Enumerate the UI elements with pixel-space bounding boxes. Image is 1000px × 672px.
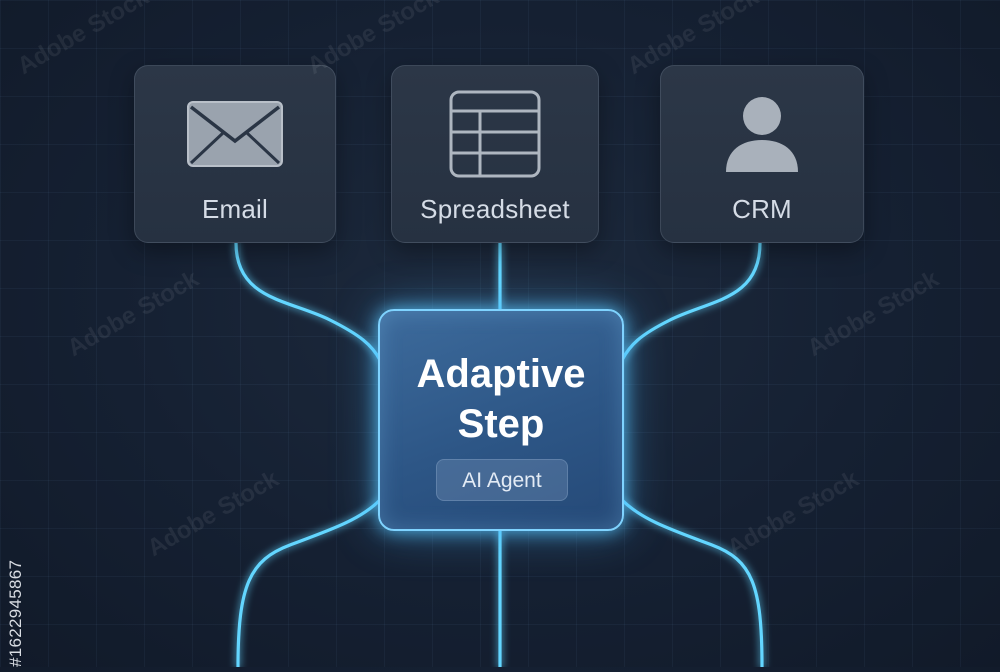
source-card-email[interactable]: Email xyxy=(134,65,336,243)
table-grid-icon xyxy=(440,90,550,178)
source-card-crm[interactable]: CRM xyxy=(660,65,864,243)
source-label: Email xyxy=(201,194,268,224)
envelope-icon xyxy=(180,96,290,172)
node-title-line1: Adaptive xyxy=(416,352,586,396)
wire-email-to-hub xyxy=(234,241,382,362)
source-label: CRM xyxy=(732,194,792,224)
stock-id: #1622945867 xyxy=(6,559,25,667)
wire-hub-to-bottom-right xyxy=(620,498,764,667)
node-title: Adaptive Step xyxy=(380,349,622,449)
wire-crm-to-hub xyxy=(620,241,762,362)
node-title-line2: Step xyxy=(457,402,545,446)
stock-id-container: #1622945867 xyxy=(6,542,26,672)
wire-hub-to-bottom-left xyxy=(236,498,382,667)
adaptive-step-node[interactable]: Adaptive Step AI Agent xyxy=(378,309,624,531)
source-label: Spreadsheet xyxy=(420,194,570,224)
ai-agent-badge: AI Agent xyxy=(436,459,568,501)
source-card-spreadsheet[interactable]: Spreadsheet xyxy=(391,65,599,243)
user-avatar-icon xyxy=(707,96,817,172)
